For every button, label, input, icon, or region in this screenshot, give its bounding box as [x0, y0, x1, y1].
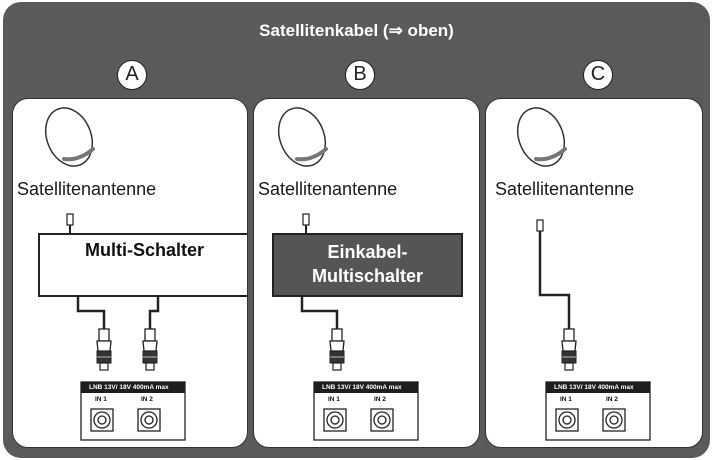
input-2-label: IN 2 — [374, 396, 386, 403]
panel-a-graphics — [44, 107, 186, 441]
cable-right — [148, 297, 160, 331]
marker-c: C — [583, 60, 613, 90]
switch-label-line-2: Multischalter — [311, 266, 424, 286]
switch-label-line-1: Einkabel- — [327, 242, 408, 262]
satellite-dish-icon — [516, 107, 567, 167]
input-1-label: IN 1 — [328, 396, 340, 403]
cable-left — [76, 297, 106, 331]
multi-switch: Multi-Schalter — [38, 233, 247, 297]
coax-plug-icon — [142, 328, 158, 371]
diagram-title: Satellitenkabel (⇒ oben) — [259, 21, 454, 40]
cable-direct — [538, 231, 571, 331]
coax-plug-icon — [96, 328, 112, 371]
coax-socket-icon — [137, 408, 161, 432]
lnb-connector-icon — [66, 213, 74, 226]
coax-plug-icon — [561, 328, 577, 371]
panel-b: Satellitenantenne Einkabel- Multischalte… — [253, 98, 480, 448]
coax-socket-icon — [90, 408, 114, 432]
antenna-label: Satellitenantenne — [17, 179, 157, 199]
input-1-label: IN 1 — [95, 396, 107, 403]
coax-socket-icon — [370, 408, 394, 432]
lnb-power-label: LNB 13V/ 18V 400mA max — [314, 382, 418, 393]
coax-plug-icon — [329, 328, 345, 371]
input-2-label: IN 2 — [141, 396, 153, 403]
satellite-dish-icon — [277, 107, 328, 167]
panel-a: Satellitenantenne Multi-Schalter LNB 13V… — [12, 98, 248, 448]
input-1-label: IN 1 — [560, 396, 572, 403]
lnb-connector-icon — [536, 219, 544, 232]
coax-socket-icon — [602, 408, 626, 432]
lnb-connector-icon — [302, 213, 310, 226]
marker-a: A — [117, 60, 147, 90]
satellite-dish-icon — [44, 107, 95, 167]
lnb-power-label: LNB 13V/ 18V 400mA max — [546, 382, 650, 393]
coax-socket-icon — [555, 408, 579, 432]
single-cable-multiswitch: Einkabel- Multischalter — [272, 233, 463, 297]
cable-single — [300, 297, 339, 331]
antenna-label: Satellitenantenne — [495, 179, 635, 199]
input-2-label: IN 2 — [606, 396, 618, 403]
panel-c-graphics — [516, 107, 651, 441]
panel-c: Satellitenantenne LNB 13V/ 18V 400mA max… — [485, 98, 703, 448]
antenna-label: Satellitenantenne — [258, 179, 398, 199]
marker-b: B — [345, 60, 375, 90]
coax-socket-icon — [323, 408, 347, 432]
lnb-power-label: LNB 13V/ 18V 400mA max — [81, 382, 185, 393]
